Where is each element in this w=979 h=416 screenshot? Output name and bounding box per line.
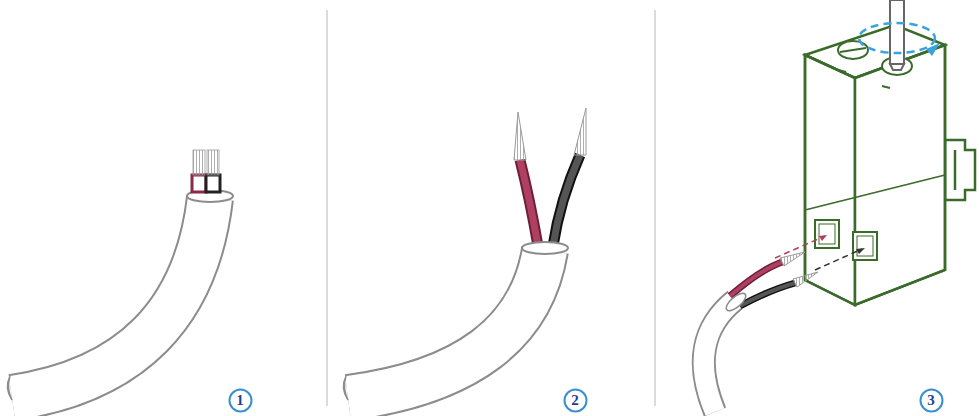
stripped-cable xyxy=(704,235,865,412)
callout-number: 1 xyxy=(228,388,253,413)
panel-divider xyxy=(326,10,328,406)
callout-text: 2 xyxy=(571,393,579,408)
callout-text: 1 xyxy=(236,393,244,408)
callout-number: 2 xyxy=(563,388,588,413)
stripped-cable xyxy=(343,108,586,400)
panel-divider xyxy=(654,10,656,406)
screwdriver xyxy=(859,0,940,70)
terminal-block xyxy=(805,25,975,305)
callout-number: 3 xyxy=(919,388,944,413)
callout-text: 3 xyxy=(927,393,935,408)
stripped-cable xyxy=(7,150,233,400)
